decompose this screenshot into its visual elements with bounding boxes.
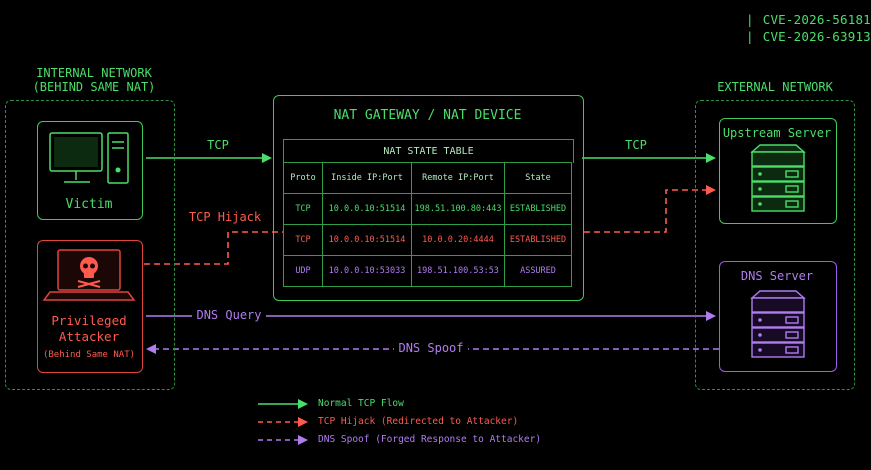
- table-row: UDP 10.0.0.10:53033 198.51.100.53:53 ASS…: [283, 255, 572, 287]
- nat-gateway-title: NAT GATEWAY / NAT DEVICE: [333, 108, 522, 123]
- column-header: Proto: [283, 162, 323, 194]
- legend-item-hijack: TCP Hijack (Redirected to Attacker): [318, 416, 519, 427]
- tcp-label-left: TCP: [207, 138, 229, 152]
- legend-item-normal: Normal TCP Flow: [318, 398, 404, 409]
- victim-label: Victim: [65, 197, 113, 212]
- dns-server-node[interactable]: [719, 261, 837, 372]
- upstream-server-node[interactable]: [719, 118, 837, 224]
- column-header: State: [504, 162, 572, 194]
- skull-laptop-icon: [42, 249, 136, 301]
- attacker-node[interactable]: [37, 240, 143, 373]
- nat-state-table: Proto Inside IP:Port Remote IP:Port Stat…: [283, 162, 572, 287]
- table-cell: ASSURED: [504, 255, 572, 287]
- table-cell: TCP: [283, 193, 323, 225]
- server-rack-icon: [750, 290, 806, 358]
- computer-icon: [49, 132, 129, 184]
- attacker-label: Privileged Attacker: [51, 313, 127, 344]
- table-cell: UDP: [283, 255, 323, 287]
- cve-id-2: | CVE-2026-63913: [746, 29, 871, 44]
- table-cell: 10.0.0.20:4444: [411, 224, 505, 256]
- external-network-title: EXTERNAL NETWORK: [717, 80, 833, 94]
- table-cell: 10.0.0.10:51514: [322, 224, 412, 256]
- table-cell: 10.0.0.10:51514: [322, 193, 412, 225]
- table-cell: ESTABLISHED: [504, 224, 572, 256]
- table-row: TCP 10.0.0.10:51514 198.51.100.80:443 ES…: [283, 193, 572, 225]
- server-rack-icon: [750, 144, 806, 212]
- table-cell: ESTABLISHED: [504, 193, 572, 225]
- table-cell: TCP: [283, 224, 323, 256]
- table-cell: 10.0.0.10:53033: [322, 255, 412, 287]
- dns-query-label: DNS Query: [192, 308, 266, 322]
- tcp-hijack-arrow-nat-to-upstream: [584, 185, 716, 233]
- table-cell: 198.51.100.53:53: [411, 255, 505, 287]
- column-header: Inside IP:Port: [322, 162, 412, 194]
- tcp-hijack-label: TCP Hijack: [188, 210, 262, 224]
- internal-network-zone: [5, 100, 175, 390]
- upstream-server-label: Upstream Server: [722, 126, 832, 140]
- dns-server-label: DNS Server: [740, 269, 814, 283]
- table-row: TCP 10.0.0.10:51514 10.0.0.20:4444 ESTAB…: [283, 224, 572, 256]
- legend-item-dns: DNS Spoof (Forged Response to Attacker): [318, 434, 542, 445]
- cve-id-1: | CVE-2026-56181: [746, 12, 871, 27]
- dns-spoof-label: DNS Spoof: [394, 341, 468, 355]
- nat-state-table-title: NAT STATE TABLE: [283, 139, 574, 163]
- tcp-hijack-arrow-attacker-to-nat: [144, 231, 283, 265]
- nat-gateway-node[interactable]: [273, 95, 584, 301]
- table-header-row: Proto Inside IP:Port Remote IP:Port Stat…: [283, 162, 572, 194]
- external-network-zone: [695, 100, 855, 390]
- attacker-sublabel: (Behind Same NAT): [42, 350, 136, 360]
- victim-node[interactable]: [37, 121, 143, 220]
- internal-network-title: INTERNAL NETWORK (BEHIND SAME NAT): [32, 66, 156, 94]
- tcp-label-right: TCP: [625, 138, 647, 152]
- column-header: Remote IP:Port: [411, 162, 505, 194]
- table-cell: 198.51.100.80:443: [411, 193, 505, 225]
